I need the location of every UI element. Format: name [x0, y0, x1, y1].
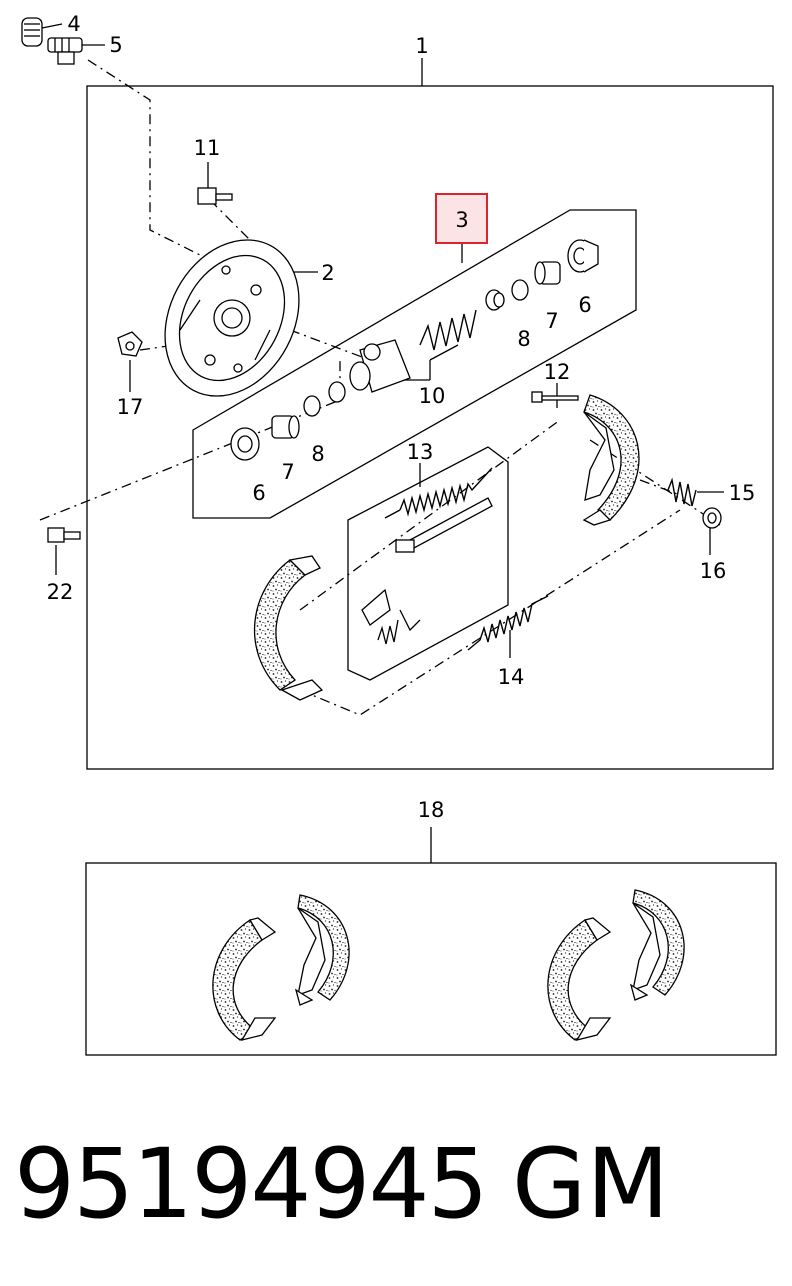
- part-8-seal-left: [303, 381, 346, 417]
- part-13-spring: [384, 467, 493, 519]
- callout-13: 13: [407, 440, 434, 464]
- part-11-bolt: [197, 187, 233, 205]
- callout-2: 2: [321, 261, 334, 285]
- part-16-cap: [702, 507, 722, 529]
- callout-14: 14: [498, 665, 525, 689]
- leader-4: [41, 23, 63, 29]
- wheel-cylinder-body: [349, 339, 411, 393]
- part-10-spring: [419, 309, 477, 351]
- part-5-bleeder-screw: [47, 37, 83, 65]
- callout-22: 22: [47, 580, 74, 604]
- callout-3: 3: [455, 208, 468, 232]
- callout-10: 10: [419, 384, 446, 408]
- callout-12: 12: [544, 360, 571, 384]
- callout-15: 15: [729, 481, 756, 505]
- part-6-boot-left: [230, 427, 260, 461]
- callout-4: 4: [67, 12, 80, 36]
- part-7-piston-right: [534, 261, 561, 285]
- brake-shoe-left: [253, 555, 324, 701]
- part-8-seal-right: [485, 289, 505, 311]
- part-4-bleeder-cap: [21, 17, 43, 47]
- callout-11: 11: [194, 136, 221, 160]
- dash-4-to-plate: [87, 59, 211, 261]
- brand-label: GM: [512, 1128, 670, 1240]
- callout-6-right: 6: [578, 293, 591, 317]
- part-7-piston-left: [271, 415, 300, 439]
- part-12-pin: [531, 391, 579, 403]
- part-6-boot-right: [567, 239, 599, 273]
- part-22-bolt: [47, 527, 81, 543]
- spring-group-outline: [347, 446, 509, 681]
- kit-shoe-pair-2: [547, 889, 685, 1042]
- callout-16: 16: [700, 559, 727, 583]
- callout-7-right: 7: [545, 309, 558, 333]
- callout-5: 5: [109, 33, 122, 57]
- brake-shoe-right: [582, 394, 640, 526]
- part-2-backing-plate: [164, 239, 300, 397]
- part-14-spring: [467, 595, 549, 651]
- cylinder-group-outline: [192, 209, 637, 519]
- leader-10c: [429, 344, 459, 361]
- kit-shoe-pair-1: [212, 894, 350, 1042]
- callout-1: 1: [415, 34, 428, 58]
- callout-8-right: 8: [517, 327, 530, 351]
- part-15-spring: [667, 477, 697, 507]
- assembly-frame: [86, 85, 774, 770]
- callout-17: 17: [117, 395, 144, 419]
- adjuster-strut: [395, 497, 493, 553]
- part-number: 95194945: [14, 1128, 489, 1240]
- callout-18: 18: [418, 798, 445, 822]
- dash-shoes: [299, 419, 721, 716]
- highlight-box: [436, 194, 487, 243]
- callout-6-left: 6: [252, 481, 265, 505]
- part-17-clip: [117, 331, 143, 357]
- callout-7-left: 7: [281, 460, 294, 484]
- adjuster-lever: [361, 588, 421, 645]
- callout-8-left: 8: [311, 442, 324, 466]
- dash-11: [209, 199, 251, 241]
- dash-15: [639, 479, 681, 496]
- highlight-box-border: [435, 193, 488, 244]
- dash-plate-cyl: [289, 329, 371, 361]
- part-8-cup-right: [511, 279, 529, 301]
